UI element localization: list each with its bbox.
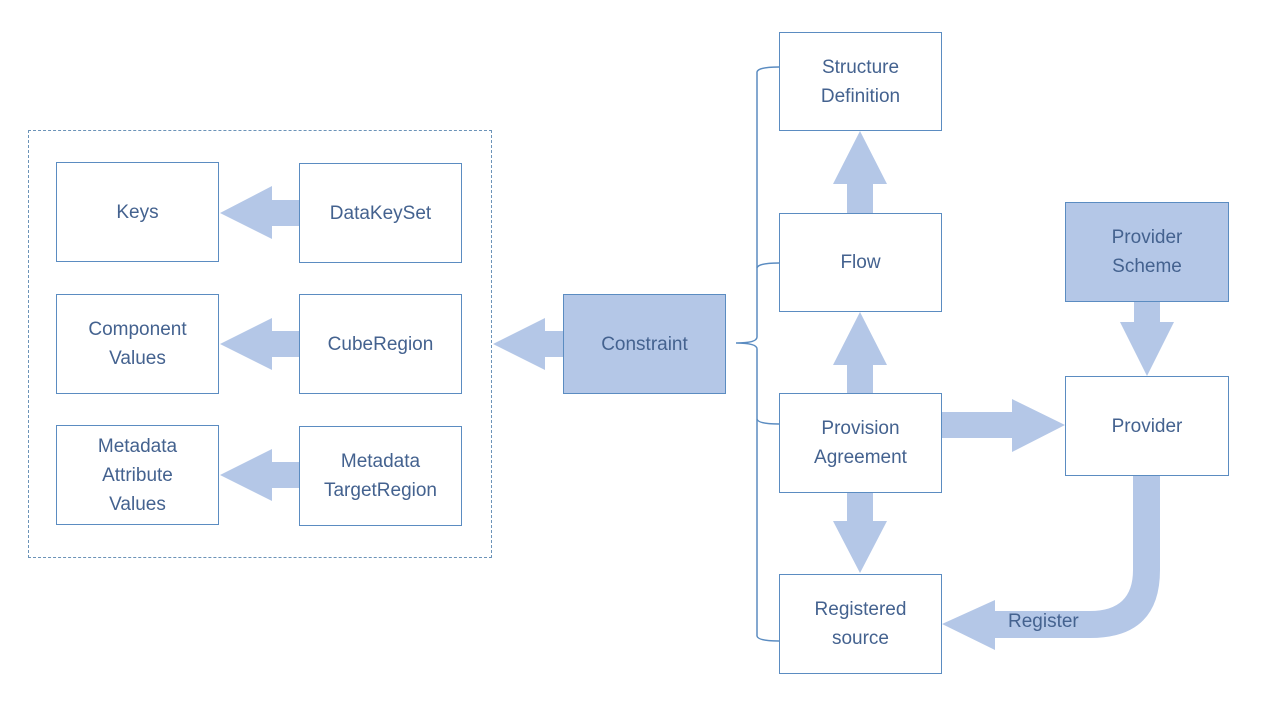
- bracket-connector: [735, 66, 780, 642]
- node-cuberegion: CubeRegion: [299, 294, 462, 394]
- arrow-cuberegion-to-component-values: [220, 318, 299, 370]
- arrow-provider-to-registered-source: [942, 475, 1160, 650]
- arrow-constraint-to-group: [493, 318, 563, 370]
- node-keys: Keys: [56, 162, 219, 262]
- node-constraint: Constraint: [563, 294, 726, 394]
- arrow-flow-to-structure-definition: [833, 131, 887, 213]
- bracket-tick-flow: [756, 262, 780, 269]
- node-provider: Provider: [1065, 376, 1229, 476]
- node-component-values: Component Values: [56, 294, 219, 394]
- arrow-provision-to-flow: [833, 312, 887, 394]
- arrow-provider-scheme-to-provider: [1120, 301, 1174, 376]
- node-flow: Flow: [779, 213, 942, 312]
- arrow-datakeyset-to-keys: [220, 186, 299, 239]
- node-structure-definition: Structure Definition: [779, 32, 942, 131]
- node-metadata-attribute-values: Metadata Attribute Values: [56, 425, 219, 525]
- node-metadata-targetregion: Metadata TargetRegion: [299, 426, 462, 526]
- arrow-metadata-targetregion-to-attribute-values: [220, 449, 299, 501]
- arrow-provision-to-provider: [941, 399, 1065, 452]
- node-registered-source: Registered source: [779, 574, 942, 674]
- register-edge-label: Register: [1008, 611, 1079, 632]
- constraint-group: [28, 130, 492, 558]
- arrow-provision-to-registered-source: [833, 492, 887, 573]
- node-provider-scheme: Provider Scheme: [1065, 202, 1229, 302]
- bracket-tick-provision: [756, 418, 780, 425]
- node-provision-agreement: Provision Agreement: [779, 393, 942, 493]
- node-datakeyset: DataKeySet: [299, 163, 462, 263]
